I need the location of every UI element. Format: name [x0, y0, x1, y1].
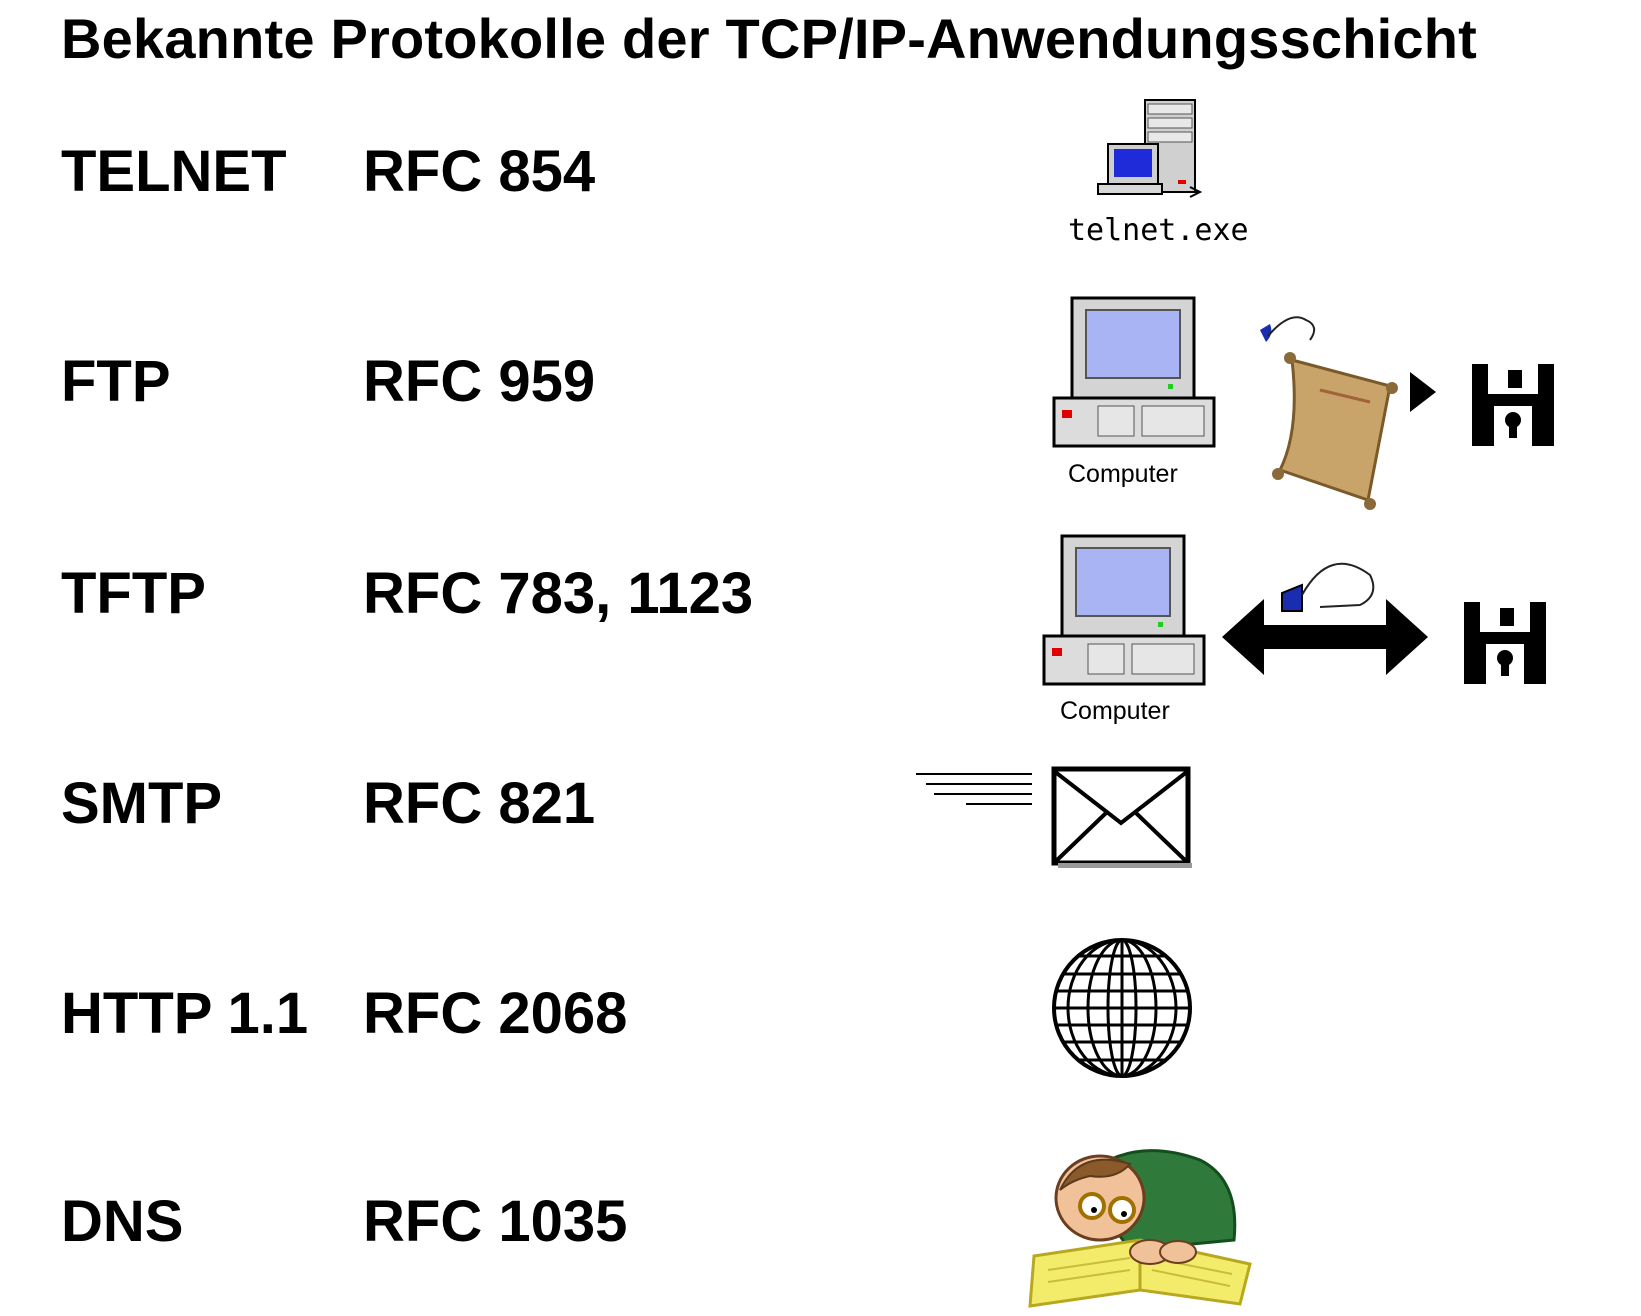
envelope-icon [1051, 766, 1192, 868]
server-workstation-icon [1097, 99, 1203, 198]
protocol-rfc-telnet: RFC 854 [363, 139, 596, 204]
reader-book-icon [1028, 1149, 1252, 1308]
protocol-name-dns: DNS [61, 1189, 184, 1254]
floppy-disk-icon [1472, 364, 1554, 446]
caption-telnet-exe: telnet.exe [1068, 213, 1249, 248]
page-title: Bekannte Protokolle der TCP/IP-Anwendung… [61, 7, 1478, 70]
caption-computer-ftp: Computer [1068, 460, 1178, 488]
protocol-rfc-http: RFC 2068 [363, 981, 628, 1046]
protocol-name-http: HTTP 1.1 [61, 981, 309, 1046]
protocol-rfc-ftp: RFC 959 [363, 349, 596, 414]
protocol-name-smtp: SMTP [61, 771, 223, 836]
protocol-name-telnet: TELNET [61, 139, 287, 204]
floppy-disk-icon [1464, 602, 1546, 684]
globe-icon [1052, 938, 1192, 1078]
caption-computer-tftp: Computer [1060, 697, 1170, 725]
protocol-rfc-tftp: RFC 783, 1123 [363, 561, 754, 626]
protocol-name-ftp: FTP [61, 349, 171, 414]
protocol-rfc-smtp: RFC 821 [363, 771, 596, 836]
protocol-rfc-dns: RFC 1035 [363, 1189, 628, 1254]
protocol-name-tftp: TFTP [61, 561, 206, 626]
scroll-document-icon [1260, 316, 1398, 510]
arrow-right-icon [1410, 372, 1436, 412]
tftp-computer-icon [1042, 534, 1206, 686]
double-arrow-icon [1222, 562, 1428, 675]
ftp-computer-icon [1052, 296, 1216, 448]
speed-lines-icon [916, 773, 1032, 805]
